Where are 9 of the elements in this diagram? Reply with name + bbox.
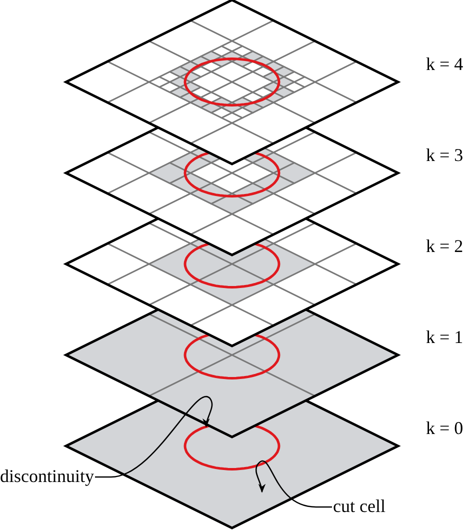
- callout-label: discontinuity: [0, 466, 94, 486]
- leader-line: [95, 396, 213, 478]
- level-label: k = 3: [426, 145, 464, 165]
- level-label: k = 2: [426, 236, 464, 256]
- level-label: k = 0: [426, 418, 464, 438]
- level-label: k = 1: [426, 327, 464, 347]
- callout-label: cut cell: [333, 496, 386, 516]
- level-label: k = 4: [426, 54, 464, 74]
- leader-line: [255, 460, 332, 508]
